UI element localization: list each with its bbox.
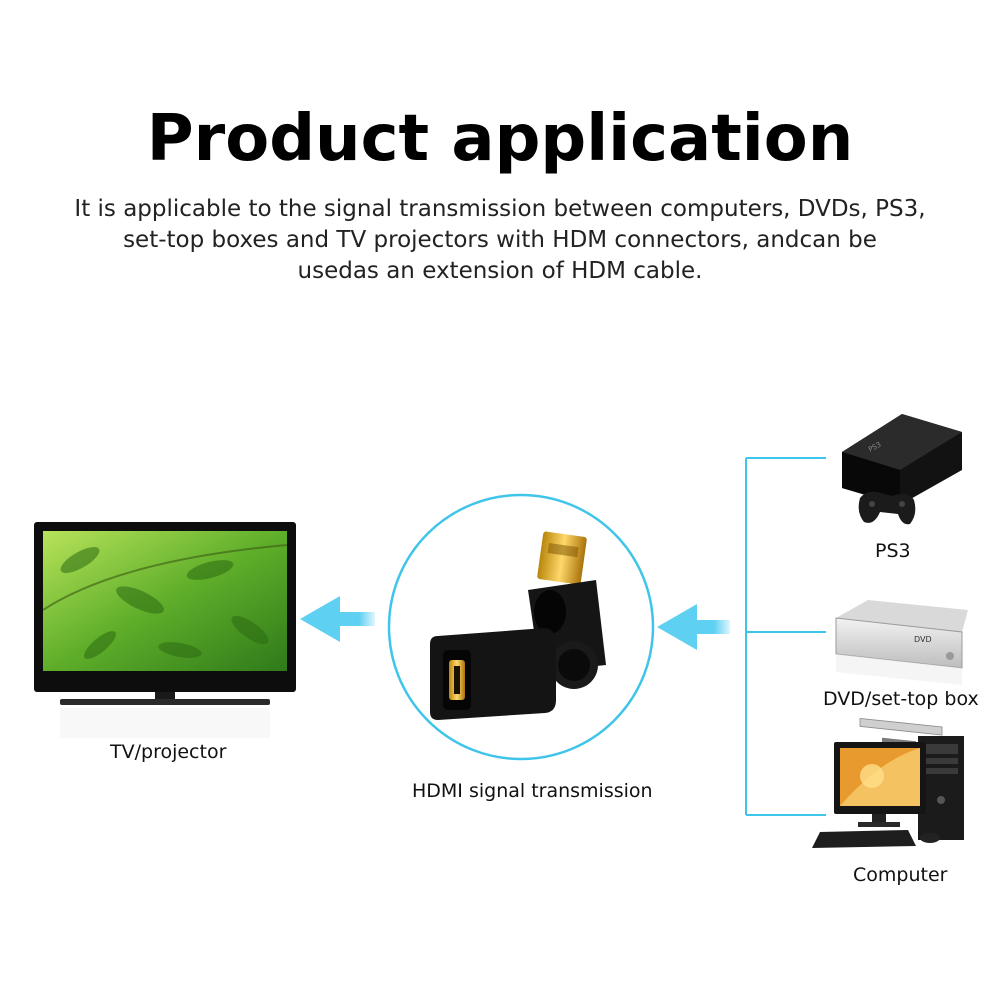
hdmi-adapter-icon	[387, 493, 655, 761]
description: It is applicable to the signal transmiss…	[60, 194, 940, 287]
left-arrow-icon	[300, 596, 375, 642]
svg-text:DVD: DVD	[914, 635, 932, 644]
page-title: Product application	[146, 102, 854, 176]
description-line-2: set-top boxes and TV projectors with HDM…	[123, 227, 877, 253]
dvd-label: DVD/set-top box	[823, 688, 979, 710]
ps3-label: PS3	[875, 540, 911, 562]
tv-label: TV/projector	[110, 741, 227, 763]
dvd-player-icon: DVD	[835, 600, 968, 748]
adapter-label: HDMI signal transmission	[412, 780, 653, 802]
description-line-3: usedas an extension of HDM cable.	[297, 258, 703, 284]
tv-monitor-icon	[34, 522, 296, 738]
description-line-1: It is applicable to the signal transmiss…	[74, 196, 926, 222]
ps3-console-icon: PS3	[842, 414, 962, 525]
computer-label: Computer	[853, 864, 948, 886]
right-incoming-arrow-icon	[657, 604, 730, 650]
source-bracket	[745, 457, 826, 816]
computer-icon	[812, 736, 964, 848]
